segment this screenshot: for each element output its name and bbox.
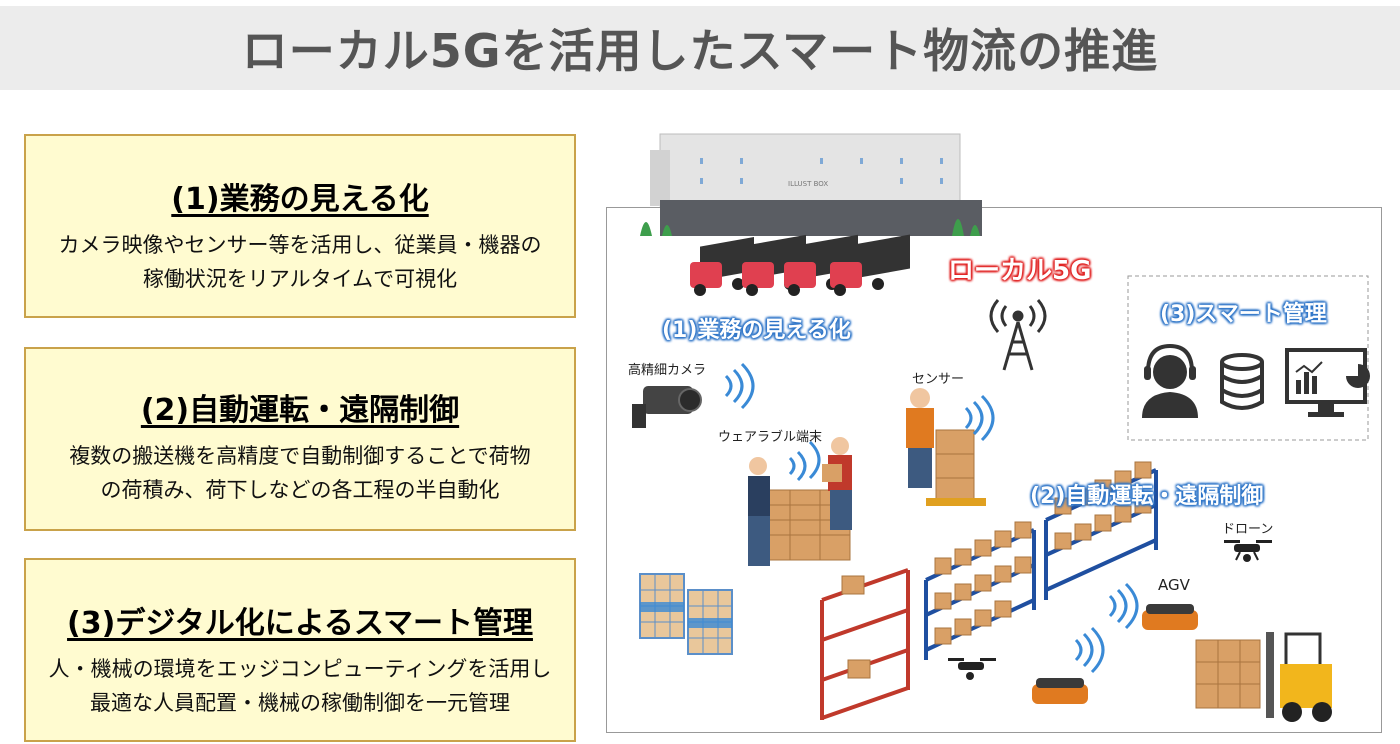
card-smart-line1: 人・機械の環境をエッジコンピューティングを活用し (48, 657, 552, 681)
truck-icons (690, 234, 910, 296)
workers-illustration (748, 388, 995, 566)
smart-management-label: (3)スマート管理 (1160, 302, 1327, 327)
agv-icon (1032, 582, 1198, 704)
card-automation-line1: 複数の搬送機を高精度で自動制御することで荷物 (69, 444, 531, 468)
drone-label: ドローン (1222, 522, 1274, 537)
warehouse-illustration: ILLUST BOX (640, 133, 982, 236)
card-visibility: (1)業務の見える化 カメラ映像やセンサー等を活用し、従業員・機器の 稼働状況を… (24, 134, 576, 318)
card-automation-heading: (2)自動運転・遠隔制御 (140, 393, 460, 428)
card-visibility-heading: (1)業務の見える化 (171, 182, 429, 217)
camera-icon (632, 362, 755, 428)
operator-headset-icon (1142, 343, 1198, 418)
monitor-chart-icon (1285, 348, 1370, 417)
card-automation: (2)自動運転・遠隔制御 複数の搬送機を高精度で自動制御することで荷物 の荷積み… (24, 347, 576, 531)
antenna-icon (989, 299, 1047, 371)
drone-icon (948, 540, 1272, 680)
card-visibility-line1: カメラ映像やセンサー等を活用し、従業員・機器の (58, 233, 542, 257)
cage-carts (639, 573, 733, 655)
sensor-label: センサー (912, 372, 965, 387)
card-smart-line2: 最適な人員配置・機械の稼働制御を一元管理 (90, 691, 510, 715)
agv-label: AGV (1158, 576, 1190, 594)
forklift-illustration (1195, 632, 1332, 722)
visibility-label: (1)業務の見える化 (662, 318, 851, 343)
smart-management-box (1127, 275, 1369, 441)
card-automation-line2: の荷積み、荷下しなどの各工程の半自動化 (100, 478, 500, 502)
warehouse-sign: ILLUST BOX (788, 180, 828, 188)
card-smart-heading: (3)デジタル化によるスマート管理 (67, 606, 533, 641)
automation-label: (2)自動運転・遠隔制御 (1030, 484, 1264, 509)
storage-racks (820, 461, 1158, 720)
wearable-label: ウェアラブル端末 (718, 430, 823, 445)
local5g-label: ローカル5G (948, 256, 1092, 286)
card-visibility-line2: 稼働状況をリアルタイムで可視化 (142, 267, 458, 291)
page-title: ローカル5Gを活用したスマート物流の推進 (241, 24, 1159, 78)
camera-label: 高精細カメラ (628, 363, 707, 378)
title-bar (0, 6, 1400, 90)
database-icon (1220, 353, 1264, 410)
card-smart-management: (3)デジタル化によるスマート管理 人・機械の環境をエッジコンピューティングを活… (24, 558, 576, 742)
